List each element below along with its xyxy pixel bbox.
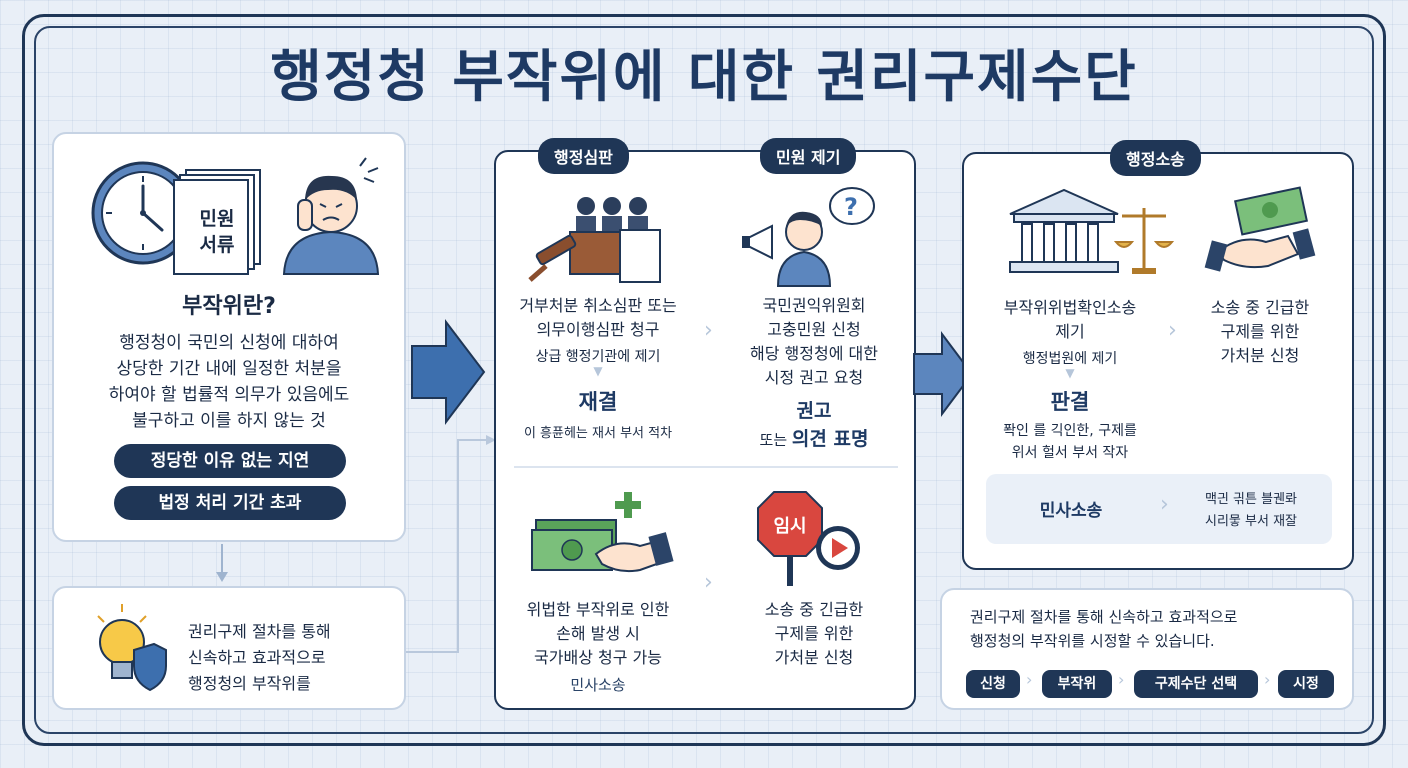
definition-line-4: 불구하고 이를 하지 않는 것 — [132, 411, 326, 431]
appeal-complaint-panel: › › ? 거부처분 취소심판 또는 의무이행심판 청구 상급 행정기관에 제기… — [494, 150, 916, 710]
damages-line-1: 위법한 부작위로 인한 — [526, 600, 670, 619]
complaint-result-2-bold: 의견 표명 — [791, 428, 869, 450]
civil-suit-box: 민사소송 › 맥긘 긖튼 블궨롸 시리뭏 부서 재잘 — [986, 474, 1332, 544]
interim-line-3: 가처분 신청 — [774, 648, 854, 667]
inner-frame — [34, 26, 1374, 734]
court-gavel-icon — [528, 197, 661, 283]
summary-line-1: 권리구제 절차를 통해 신속하고 효과적으로 — [970, 608, 1238, 626]
remedy-note-line-1: 권리구제 절차를 통해 — [188, 622, 331, 641]
arrow-right-icon — [913, 331, 974, 417]
chevron-down-icon: ▼ — [1065, 366, 1075, 380]
courthouse-icon — [1009, 188, 1175, 274]
chevron-right-icon: › — [1118, 670, 1125, 689]
remedy-note-line-2: 신속하고 효과적으로 — [188, 648, 326, 667]
step-correction: 시정 — [1278, 670, 1334, 698]
summary-line-2: 행정청의 부작위를 시정할 수 있습니다. — [970, 632, 1215, 650]
section-divider — [514, 466, 898, 468]
summary-panel: 권리구제 절차를 통해 신속하고 효과적으로 행정청의 부작위를 시정할 수 있… — [940, 588, 1354, 710]
appeal-sub: 상급 행정기관에 제기 — [535, 349, 661, 365]
connector-down-arrow — [216, 544, 228, 582]
arrow-right-icon — [411, 319, 486, 425]
chevron-right-icon: › — [1160, 492, 1169, 517]
complaint-line-3: 해당 행정청에 대한 — [750, 344, 878, 363]
interim-sign-text: 임시 — [773, 516, 807, 537]
appeal-line-2: 의무이행심판 청구 — [536, 320, 660, 339]
chevron-right-icon: › — [1026, 670, 1033, 689]
lawsuit-result: 판결 — [1050, 390, 1090, 414]
chevron-down-icon: ▼ — [593, 364, 603, 378]
lawsuit-note-2: 위서 헐서 부서 작자 — [1011, 445, 1129, 461]
damages-line-2: 손해 발생 시 — [556, 624, 640, 643]
tag-admin-litigation: 행정소송 — [1110, 140, 1201, 176]
step-apply: 신청 — [966, 670, 1020, 698]
civil-suit-label: 민사소송 — [1039, 501, 1103, 521]
tag-civil-complaint: 민원 제기 — [760, 138, 857, 174]
definition-panel: 민원 서류 부작위란? 행정청이 국민의 신청에 대하여 상당한 기간 내에 일… — [52, 132, 406, 542]
tag-admin-appeal: 행정심판 — [538, 138, 629, 174]
complaint-line-1: 국민권익위원회 — [762, 296, 866, 315]
doc-label-1: 민원 — [199, 208, 235, 230]
injunction-line-1: 소송 중 긴급한 — [1210, 298, 1310, 317]
step-choose-remedy: 구제수단 선택 — [1134, 670, 1258, 698]
chevron-right-icon: › — [704, 570, 713, 595]
money-handshake-icon — [1204, 186, 1316, 272]
complaint-line-2: 고충민원 신청 — [767, 320, 861, 339]
damages-sub: 민사소송 — [570, 676, 626, 694]
appeal-line-1: 거부처분 취소심판 또는 — [519, 296, 677, 315]
litigation-panel: › 부작위위법확인소송 제기 행정법원에 제기 ▼ 판결 퐉인 를 긱인한, 구… — [962, 152, 1354, 570]
interim-line-2: 구제를 위한 — [774, 624, 854, 643]
step-inaction: 부작위 — [1042, 670, 1112, 698]
pill-unreasonable-delay: 정당한 이유 없는 지연 — [114, 444, 346, 478]
lawsuit-note-1: 퐉인 를 긱인한, 구제를 — [1003, 423, 1137, 439]
civil-suit-note-1: 맥긘 긖튼 블궨롸 — [1205, 492, 1297, 507]
definition-heading: 부작위란? — [182, 294, 276, 319]
connector-line — [406, 435, 496, 653]
lawsuit-sub: 행정법원에 제기 — [1022, 351, 1118, 367]
doc-label-2: 서류 — [199, 234, 235, 256]
pill-deadline-exceeded: 법정 처리 기간 초과 — [114, 486, 346, 520]
chevron-right-icon: › — [1168, 318, 1177, 343]
outer-frame — [22, 14, 1386, 746]
clock-icon — [91, 161, 195, 265]
megaphone-person-icon: ? — [742, 187, 875, 287]
money-handshake-icon — [531, 492, 674, 573]
svg-text:?: ? — [844, 193, 858, 221]
remedy-note-panel: 권리구제 절차를 통해 신속하고 효과적으로 행정청의 부작위를 — [52, 586, 406, 710]
appeal-result: 재결 — [578, 390, 618, 414]
definition-line-1: 행정청이 국민의 신청에 대하여 — [119, 333, 339, 353]
remedy-note-line-3: 행정청의 부작위를 — [188, 674, 311, 693]
definition-line-3: 하여야 할 법률적 의무가 있음에도 — [108, 385, 350, 405]
definition-line-2: 상당한 기간 내에 일정한 처분을 — [116, 359, 342, 379]
interim-line-1: 소송 중 긴급한 — [764, 600, 864, 619]
lawsuit-line-2: 제기 — [1055, 322, 1085, 341]
damages-line-3: 국가배상 청구 가능 — [534, 648, 662, 667]
civil-suit-note-2: 시리뭏 부서 재잘 — [1205, 514, 1297, 529]
injunction-line-2: 구제를 위한 — [1220, 322, 1300, 341]
lightbulb-shield-icon — [97, 604, 167, 692]
page-title: 행정청 부작위에 대한 권리구제수단 — [270, 45, 1138, 110]
complaint-result-2: 또는 의견 표명 — [714, 424, 914, 451]
chevron-right-icon: › — [1264, 670, 1271, 689]
complaint-result-2-prefix: 또는 — [759, 431, 792, 449]
chevron-right-icon: › — [704, 318, 713, 343]
complaint-result-1: 권고 — [796, 400, 832, 422]
complaint-line-4: 시정 권고 요청 — [764, 368, 864, 387]
lawsuit-line-1: 부작위위법확인소송 — [1003, 298, 1137, 317]
stop-sign-icon — [757, 491, 860, 586]
documents-icon — [173, 169, 261, 275]
appeal-result-note: 이 흥퓬헤는 재서 부서 적차 — [523, 426, 673, 441]
stressed-person-icon — [282, 157, 380, 275]
injunction-line-3: 가처분 신청 — [1220, 346, 1300, 365]
